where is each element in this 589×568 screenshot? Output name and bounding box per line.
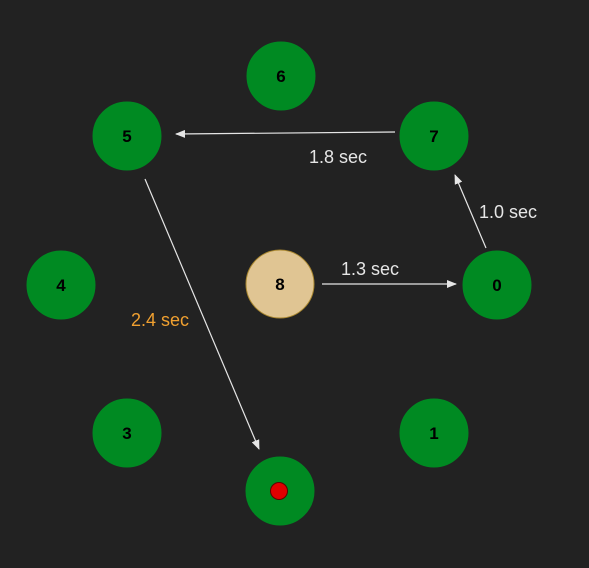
node-circle-3[interactable] [92, 398, 162, 468]
node-label-7: 7 [429, 127, 438, 146]
node-label-1: 1 [429, 424, 438, 443]
position-marker-dot [270, 482, 288, 500]
node-circle-4[interactable] [26, 250, 96, 320]
node-4[interactable]: 4 [26, 250, 96, 320]
node-label-6: 6 [276, 67, 285, 86]
node-1[interactable]: 1 [399, 398, 469, 468]
node-circle-1[interactable] [399, 398, 469, 468]
node-label-8: 8 [275, 275, 284, 294]
node-5[interactable]: 5 [92, 101, 162, 171]
edge-arrow-0-to-7 [454, 174, 487, 249]
node-circle-8[interactable] [245, 249, 315, 319]
marker-layer [270, 482, 288, 500]
node-8[interactable]: 8 [245, 249, 315, 319]
edge-labels-layer: 1.3 sec 1.0 sec 1.8 sec 2.4 sec [131, 147, 537, 330]
edge-label-7-to-5: 1.8 sec [309, 147, 367, 167]
node-0[interactable]: 0 [462, 250, 532, 320]
edge-label-8-to-0: 1.3 sec [341, 259, 399, 279]
edge-label-0-to-7: 1.0 sec [479, 202, 537, 222]
node-circle-6[interactable] [246, 41, 316, 111]
node-label-3: 3 [122, 424, 131, 443]
edge-arrow-5-to-2 [144, 178, 260, 450]
edges-layer [144, 129, 487, 450]
node-label-5: 5 [122, 127, 131, 146]
node-circle-0[interactable] [462, 250, 532, 320]
node-label-4: 4 [56, 276, 66, 295]
node-circle-5[interactable] [92, 101, 162, 171]
edge-label-5-to-2: 2.4 sec [131, 310, 189, 330]
node-7[interactable]: 7 [399, 101, 469, 171]
edge-arrow-7-to-5 [175, 129, 396, 138]
node-label-0: 0 [492, 276, 501, 295]
node-3[interactable]: 3 [92, 398, 162, 468]
node-6[interactable]: 6 [246, 41, 316, 111]
node-circle-7[interactable] [399, 101, 469, 171]
